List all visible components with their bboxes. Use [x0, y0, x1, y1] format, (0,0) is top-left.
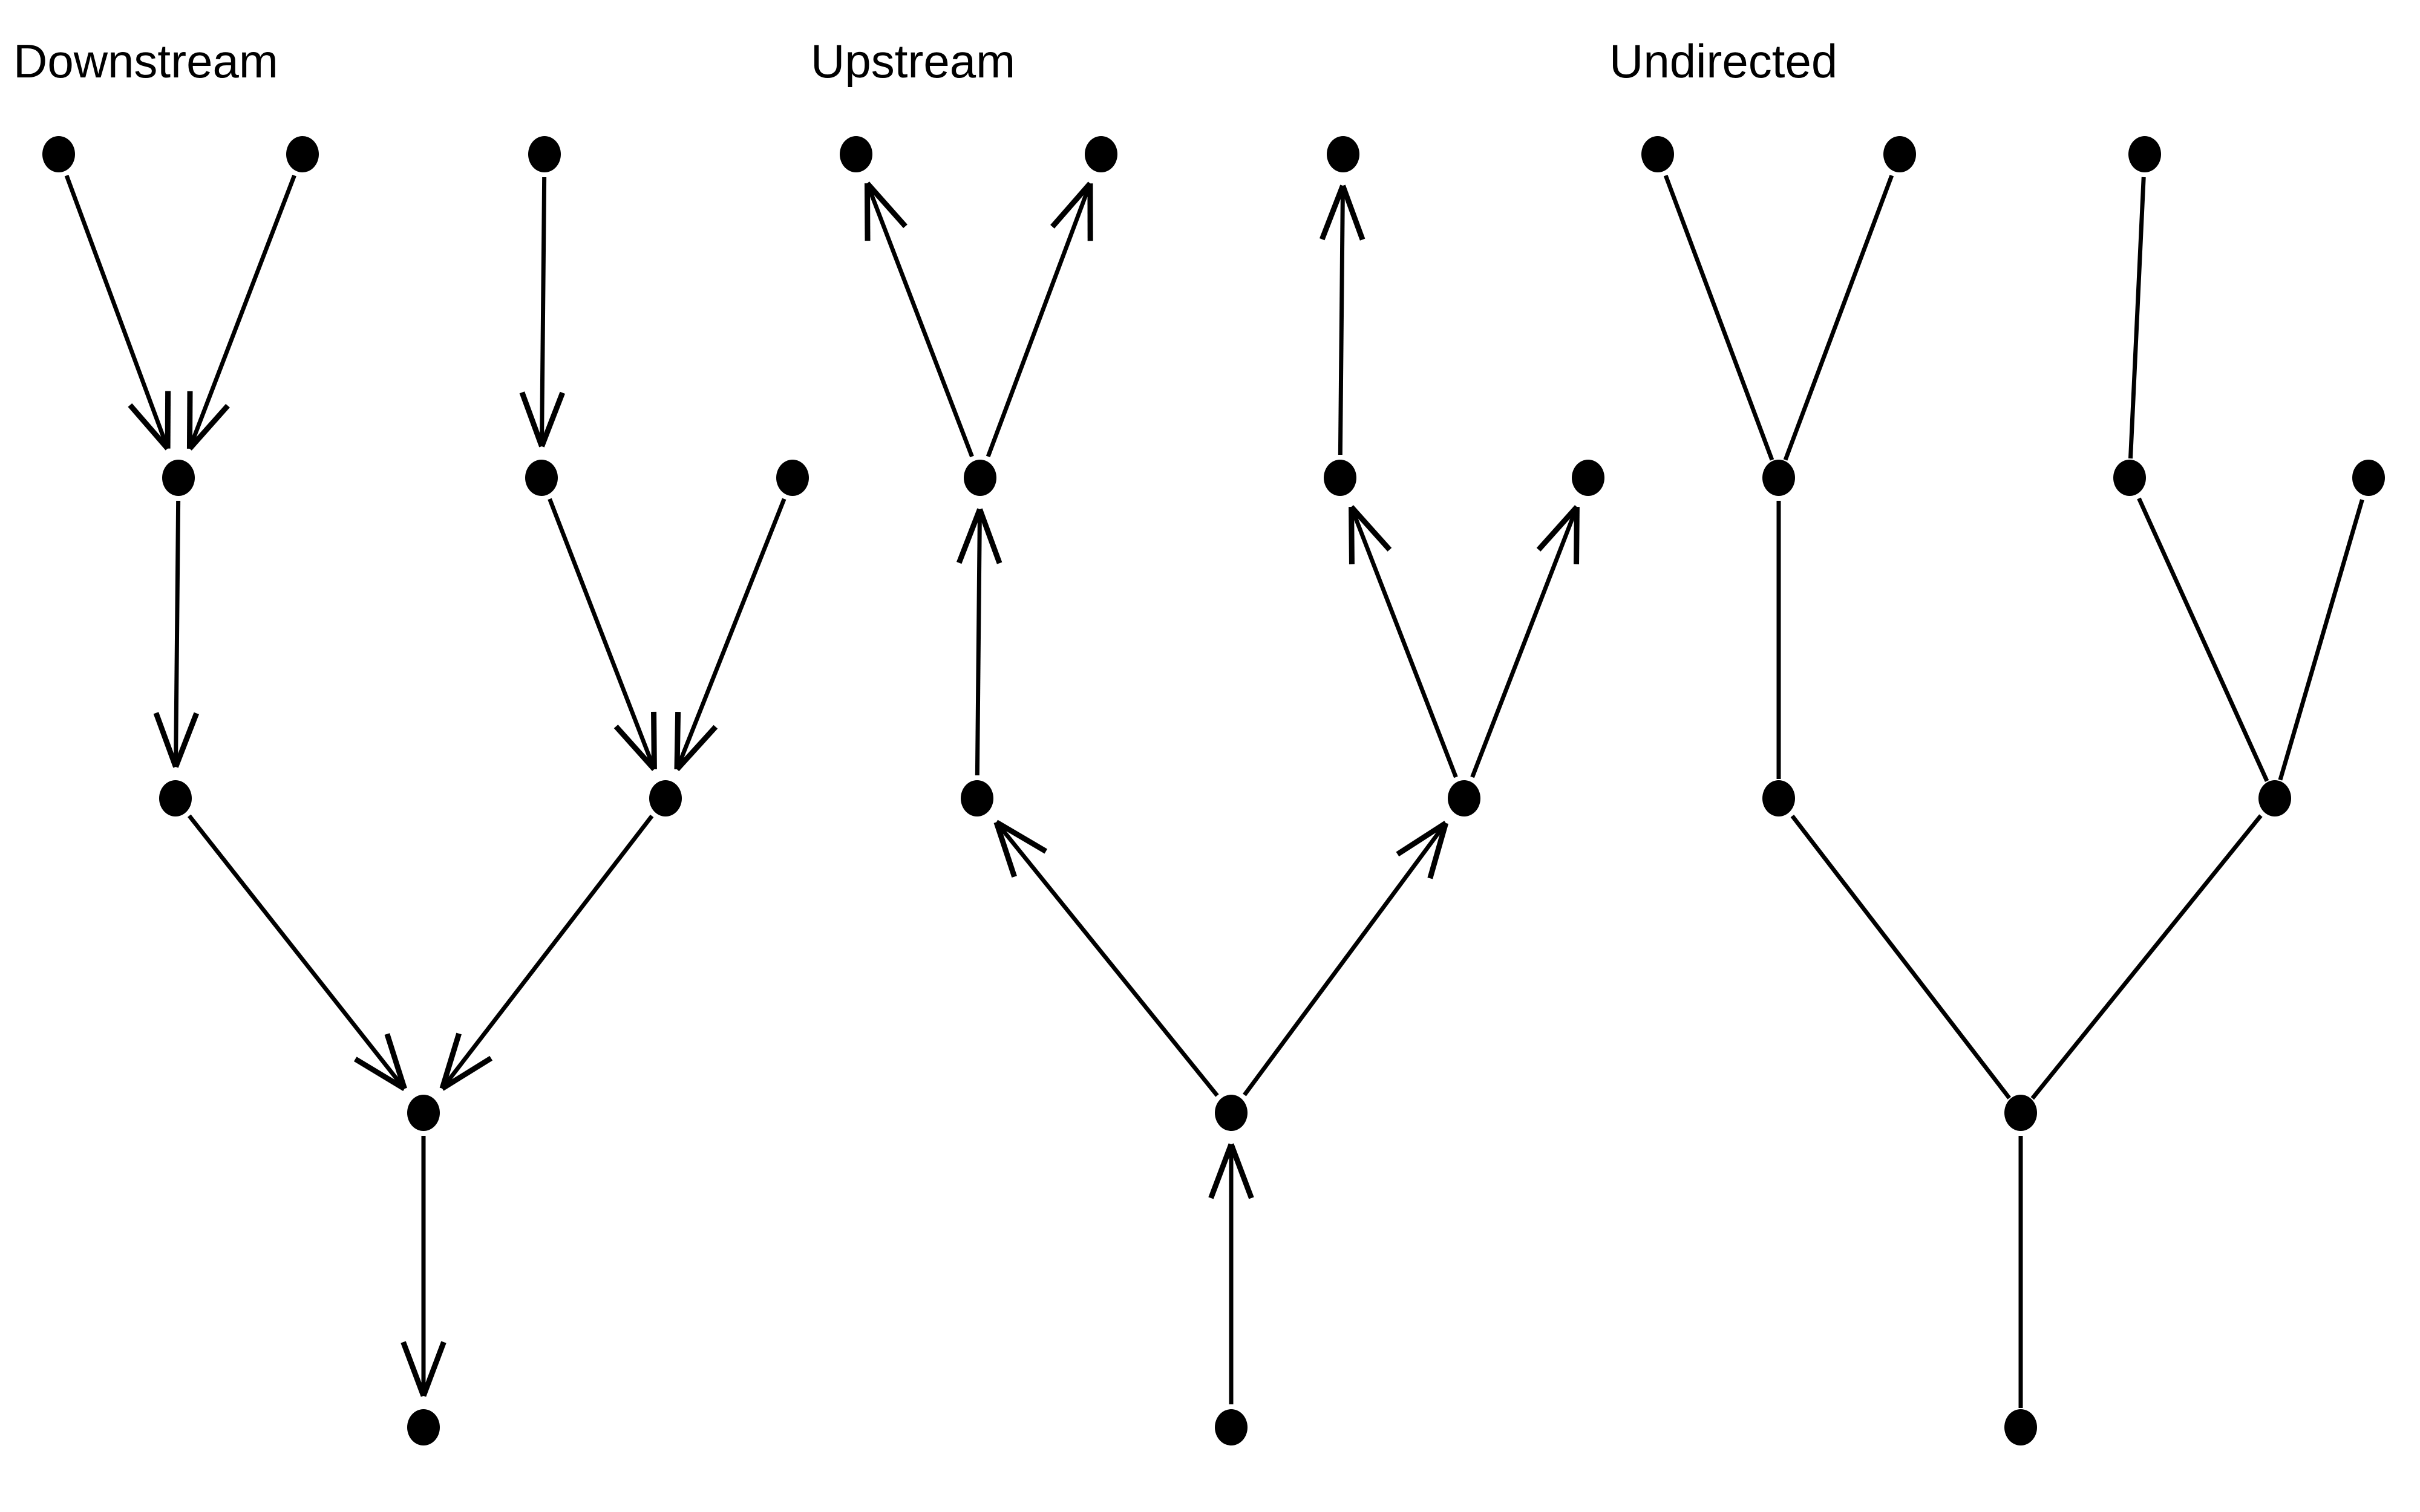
graph-node[interactable]: [525, 460, 558, 496]
graph-edge-arrowhead: [519, 391, 544, 448]
graph-edge-arrowhead: [674, 712, 681, 770]
graph-node[interactable]: [1641, 136, 1674, 172]
graph-edge: [1349, 506, 1458, 778]
graph-edge-arrowhead: [864, 183, 871, 241]
graph-node[interactable]: [528, 136, 561, 172]
graph-node[interactable]: [2258, 780, 2291, 816]
graph-node[interactable]: [42, 136, 75, 172]
graph-node[interactable]: [1883, 136, 1916, 172]
graph-edge: [173, 500, 181, 767]
graph-edge-arrowhead: [420, 1341, 446, 1397]
graph-node[interactable]: [2128, 136, 2161, 172]
graph-edge: [2030, 814, 2263, 1100]
graph-edge: [64, 175, 170, 449]
graph-node[interactable]: [286, 136, 319, 172]
panel-label-undirected: Undirected: [1609, 34, 1838, 88]
graph-edge: [2278, 499, 2364, 781]
graph-edge-arrowhead: [1208, 1143, 1234, 1199]
graph-edge: [2128, 177, 2146, 459]
graph-edge-arrowhead: [651, 711, 657, 769]
graph-node[interactable]: [407, 1409, 440, 1445]
graph-edge: [1663, 174, 1774, 461]
graph-edge: [187, 814, 407, 1090]
graph-edge-arrowhead: [865, 181, 908, 229]
graph-edge: [2137, 497, 2269, 782]
graph-edge-arrowhead: [384, 1033, 407, 1090]
graph-edge-arrowhead: [977, 508, 1002, 564]
graph-edge-arrowhead: [186, 391, 193, 449]
panel-label-downstream: Downstream: [13, 34, 278, 88]
graph-edge-arrowhead: [353, 1057, 406, 1092]
graph-edge-arrowhead: [401, 1341, 427, 1397]
graph-node[interactable]: [1327, 136, 1359, 172]
graph-edge: [975, 509, 983, 776]
graph-edge-arrowhead: [1427, 822, 1449, 879]
panel-label-upstream: Upstream: [811, 34, 1016, 88]
graph-node[interactable]: [1324, 460, 1356, 496]
graph-edge: [440, 815, 654, 1090]
graph-edge-arrowhead: [1228, 1143, 1254, 1199]
graph-edge-arrowhead: [1340, 184, 1365, 241]
graph-edge-arrowhead: [188, 403, 230, 451]
graph-edge-arrowhead: [153, 712, 178, 768]
nodes-layer: [42, 136, 2385, 1445]
graph-edge: [1243, 821, 1448, 1097]
graph-node[interactable]: [2004, 1095, 2037, 1131]
graph-node[interactable]: [1762, 780, 1795, 816]
graph-edge-arrowhead: [675, 725, 718, 772]
graph-edge-arrowhead: [1536, 505, 1579, 552]
graph-edge: [675, 498, 786, 771]
graph-edge-arrowhead: [1320, 184, 1346, 241]
graph-edge: [1470, 506, 1579, 778]
graph-edge-arrowhead: [1349, 505, 1392, 552]
graph-node[interactable]: [1572, 460, 1604, 496]
graph-node[interactable]: [407, 1095, 440, 1131]
graph-edge-arrowhead: [440, 1055, 493, 1091]
graph-edge: [188, 174, 296, 450]
graph-node[interactable]: [1762, 460, 1795, 496]
graph-edge-arrowhead: [993, 821, 1017, 878]
graph-node[interactable]: [776, 460, 809, 496]
graph-edge-arrowhead: [1050, 181, 1093, 229]
graph-edge-arrowhead: [439, 1032, 462, 1090]
graph-node[interactable]: [649, 780, 682, 816]
graph-edge-arrowhead: [1396, 821, 1448, 857]
graph-edge-arrowhead: [539, 391, 565, 448]
graph-edge-arrowhead: [995, 820, 1048, 854]
graph-edge: [1338, 185, 1346, 455]
graph-node[interactable]: [1215, 1409, 1248, 1445]
graph-node[interactable]: [162, 460, 195, 496]
graph-edge: [995, 821, 1219, 1097]
graph-edge: [539, 177, 547, 447]
graph-edge: [1790, 815, 2012, 1100]
graph-node[interactable]: [840, 136, 872, 172]
graph-node[interactable]: [1215, 1095, 1248, 1131]
graph-node[interactable]: [2352, 460, 2385, 496]
graph-edge: [1783, 174, 1894, 461]
graph-edge-arrowhead: [957, 508, 983, 564]
graph-edge: [548, 498, 656, 771]
graph-edge: [986, 183, 1093, 458]
graph-node[interactable]: [159, 780, 192, 816]
graph-node[interactable]: [964, 460, 996, 496]
graph-node[interactable]: [2113, 460, 2146, 496]
edges-layer: [64, 174, 2364, 1408]
graph-edge: [865, 182, 974, 458]
graph-edge-arrowhead: [173, 712, 199, 768]
graph-edge-arrowhead: [613, 725, 656, 771]
graph-node[interactable]: [1448, 780, 1480, 816]
graph-node[interactable]: [1085, 136, 1117, 172]
graph-node[interactable]: [2004, 1409, 2037, 1445]
graph-node[interactable]: [961, 780, 993, 816]
graph-edge-arrowhead: [128, 403, 170, 451]
